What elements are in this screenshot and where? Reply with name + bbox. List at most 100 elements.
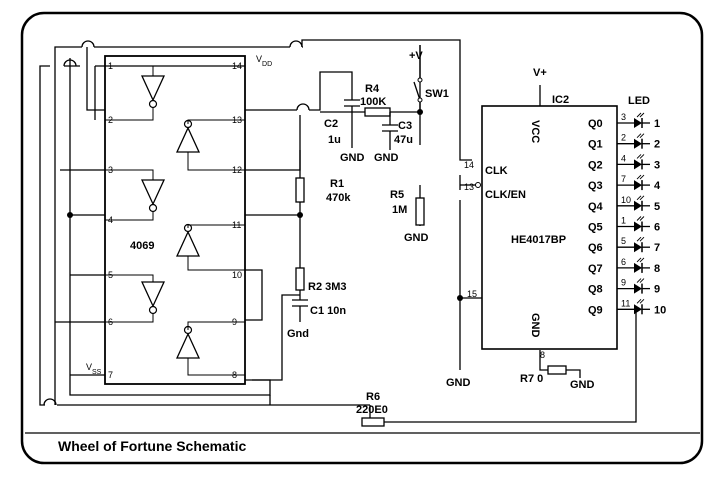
- inverter-gate: [140, 179, 166, 213]
- output-pin-number: 2: [621, 133, 626, 143]
- led-icon: [634, 242, 642, 253]
- led-icon: [634, 200, 642, 211]
- output-row: Q8 9 9: [588, 278, 660, 296]
- wire-left-pins: [55, 66, 105, 376]
- gate-wire: [187, 152, 245, 171]
- output-pin-number: 5: [621, 236, 626, 246]
- output-q-label: Q0: [588, 118, 603, 130]
- capacitor-c1: C1 10n Gnd: [287, 290, 346, 340]
- output-q-label: Q8: [588, 284, 603, 296]
- led-number: 2: [654, 139, 660, 151]
- sw1-label: SW1: [425, 88, 449, 100]
- components: C2 1u GND R4 100K C3 47u GND +V SW1 R5: [287, 45, 595, 427]
- led-number: 5: [654, 201, 660, 213]
- ic2-vcc-label: VCC: [529, 120, 541, 143]
- output-q-label: Q1: [588, 139, 603, 151]
- ic2-pin15: 15: [467, 289, 477, 299]
- chip-he4017bp: V+ IC2 VCC GND CLK CLK/EN HE4017BP 14 13…: [464, 67, 666, 360]
- diagram-title: Wheel of Fortune Schematic: [58, 438, 246, 454]
- output-q-label: Q5: [588, 222, 603, 234]
- resistor-r1: R1 470k: [295, 177, 351, 204]
- resistor-r4: R4 100K: [360, 83, 391, 117]
- clken-bubble: [475, 182, 481, 188]
- led-icon: [634, 283, 642, 294]
- c3-label: C3: [398, 120, 412, 132]
- wiring: [39, 39, 637, 423]
- output-pin-number: 7: [621, 174, 626, 184]
- wire-r6: [380, 310, 637, 423]
- inverter-gate: [140, 75, 166, 109]
- resistor-r6: R6 220E0: [356, 391, 388, 427]
- resistor-r7: R7 0 GND: [520, 365, 595, 391]
- led-number: 9: [654, 284, 660, 296]
- output-q-label: Q4: [588, 201, 604, 213]
- wire-crossover: [289, 40, 303, 48]
- output-pin-number: 9: [621, 278, 626, 288]
- output-pin-number: 10: [621, 195, 631, 205]
- led-icon: [634, 304, 642, 315]
- ic2-name-label: HE4017BP: [511, 234, 566, 246]
- chip-4069-pin: 10: [232, 270, 242, 280]
- wire-pin13: [245, 71, 353, 111]
- gate-wire: [105, 274, 154, 282]
- vplus-top-label: +V: [409, 50, 423, 62]
- output-pin-number: 4: [621, 153, 626, 163]
- output-row: Q5 1 6: [588, 216, 660, 234]
- r5-gnd-label: GND: [404, 232, 429, 244]
- output-pin-number: 11: [621, 298, 630, 308]
- diagram-frame: [20, 11, 704, 465]
- c3-value: 47u: [394, 134, 413, 146]
- inverter-gate: [175, 119, 201, 153]
- wire-crossover: [81, 40, 95, 48]
- r7-label: R7 0: [520, 373, 543, 385]
- chip-4069-vss-label: VSS: [86, 362, 102, 376]
- r6-label: R6: [366, 391, 380, 403]
- led-icon: [634, 221, 642, 232]
- led-number: 6: [654, 222, 660, 234]
- r1-label: R1: [330, 178, 344, 190]
- c2-value: 1u: [328, 134, 341, 146]
- chip-he4017-body: [481, 105, 618, 350]
- r4-label: R4: [365, 83, 380, 95]
- switch-sw1: +V SW1: [409, 45, 449, 112]
- ic2-pin14: 14: [464, 160, 474, 170]
- gate-wire: [187, 119, 245, 124]
- r2-label: R2 3M3: [308, 281, 347, 293]
- c2-gnd-label: GND: [340, 152, 365, 164]
- led-number: 3: [654, 159, 660, 171]
- inverter-gate: [140, 281, 166, 315]
- output-q-label: Q7: [588, 263, 603, 275]
- output-q-label: Q2: [588, 159, 603, 171]
- gate-wire: [105, 212, 154, 221]
- gate-wire: [187, 256, 245, 271]
- resistor-r2: R2 3M3: [295, 267, 347, 293]
- ic2-outputs: Q031Q122Q243Q374Q4105Q516Q657Q768Q899Q91…: [588, 112, 666, 316]
- wire-top-bus: [54, 39, 472, 405]
- wire-r7: [539, 350, 581, 378]
- output-pin-number: 3: [621, 112, 626, 122]
- vplus-ic-label: V+: [533, 67, 547, 79]
- led-icon: [634, 138, 642, 149]
- r7-gnd-label: GND: [570, 379, 595, 391]
- led-icon: [634, 118, 642, 128]
- inverter-gate: [175, 223, 201, 257]
- output-pin-number: 6: [621, 257, 626, 267]
- ic2-clken-label: CLK/EN: [485, 189, 526, 201]
- c3-gnd-label: GND: [374, 152, 399, 164]
- resistor-r5: R5 1M GND: [390, 189, 429, 244]
- c2-label: C2: [324, 118, 338, 130]
- output-row: Q2 4 3: [588, 153, 660, 171]
- ic2-pin13: 13: [464, 182, 474, 192]
- output-pin-number: 1: [621, 216, 626, 226]
- output-row: Q4 10 5: [588, 195, 660, 213]
- r5-label: R5: [390, 189, 404, 201]
- r5-value: 1M: [392, 204, 407, 216]
- led-icon: [634, 159, 642, 170]
- wire-crossover: [296, 103, 310, 111]
- junction-dot: [457, 295, 463, 301]
